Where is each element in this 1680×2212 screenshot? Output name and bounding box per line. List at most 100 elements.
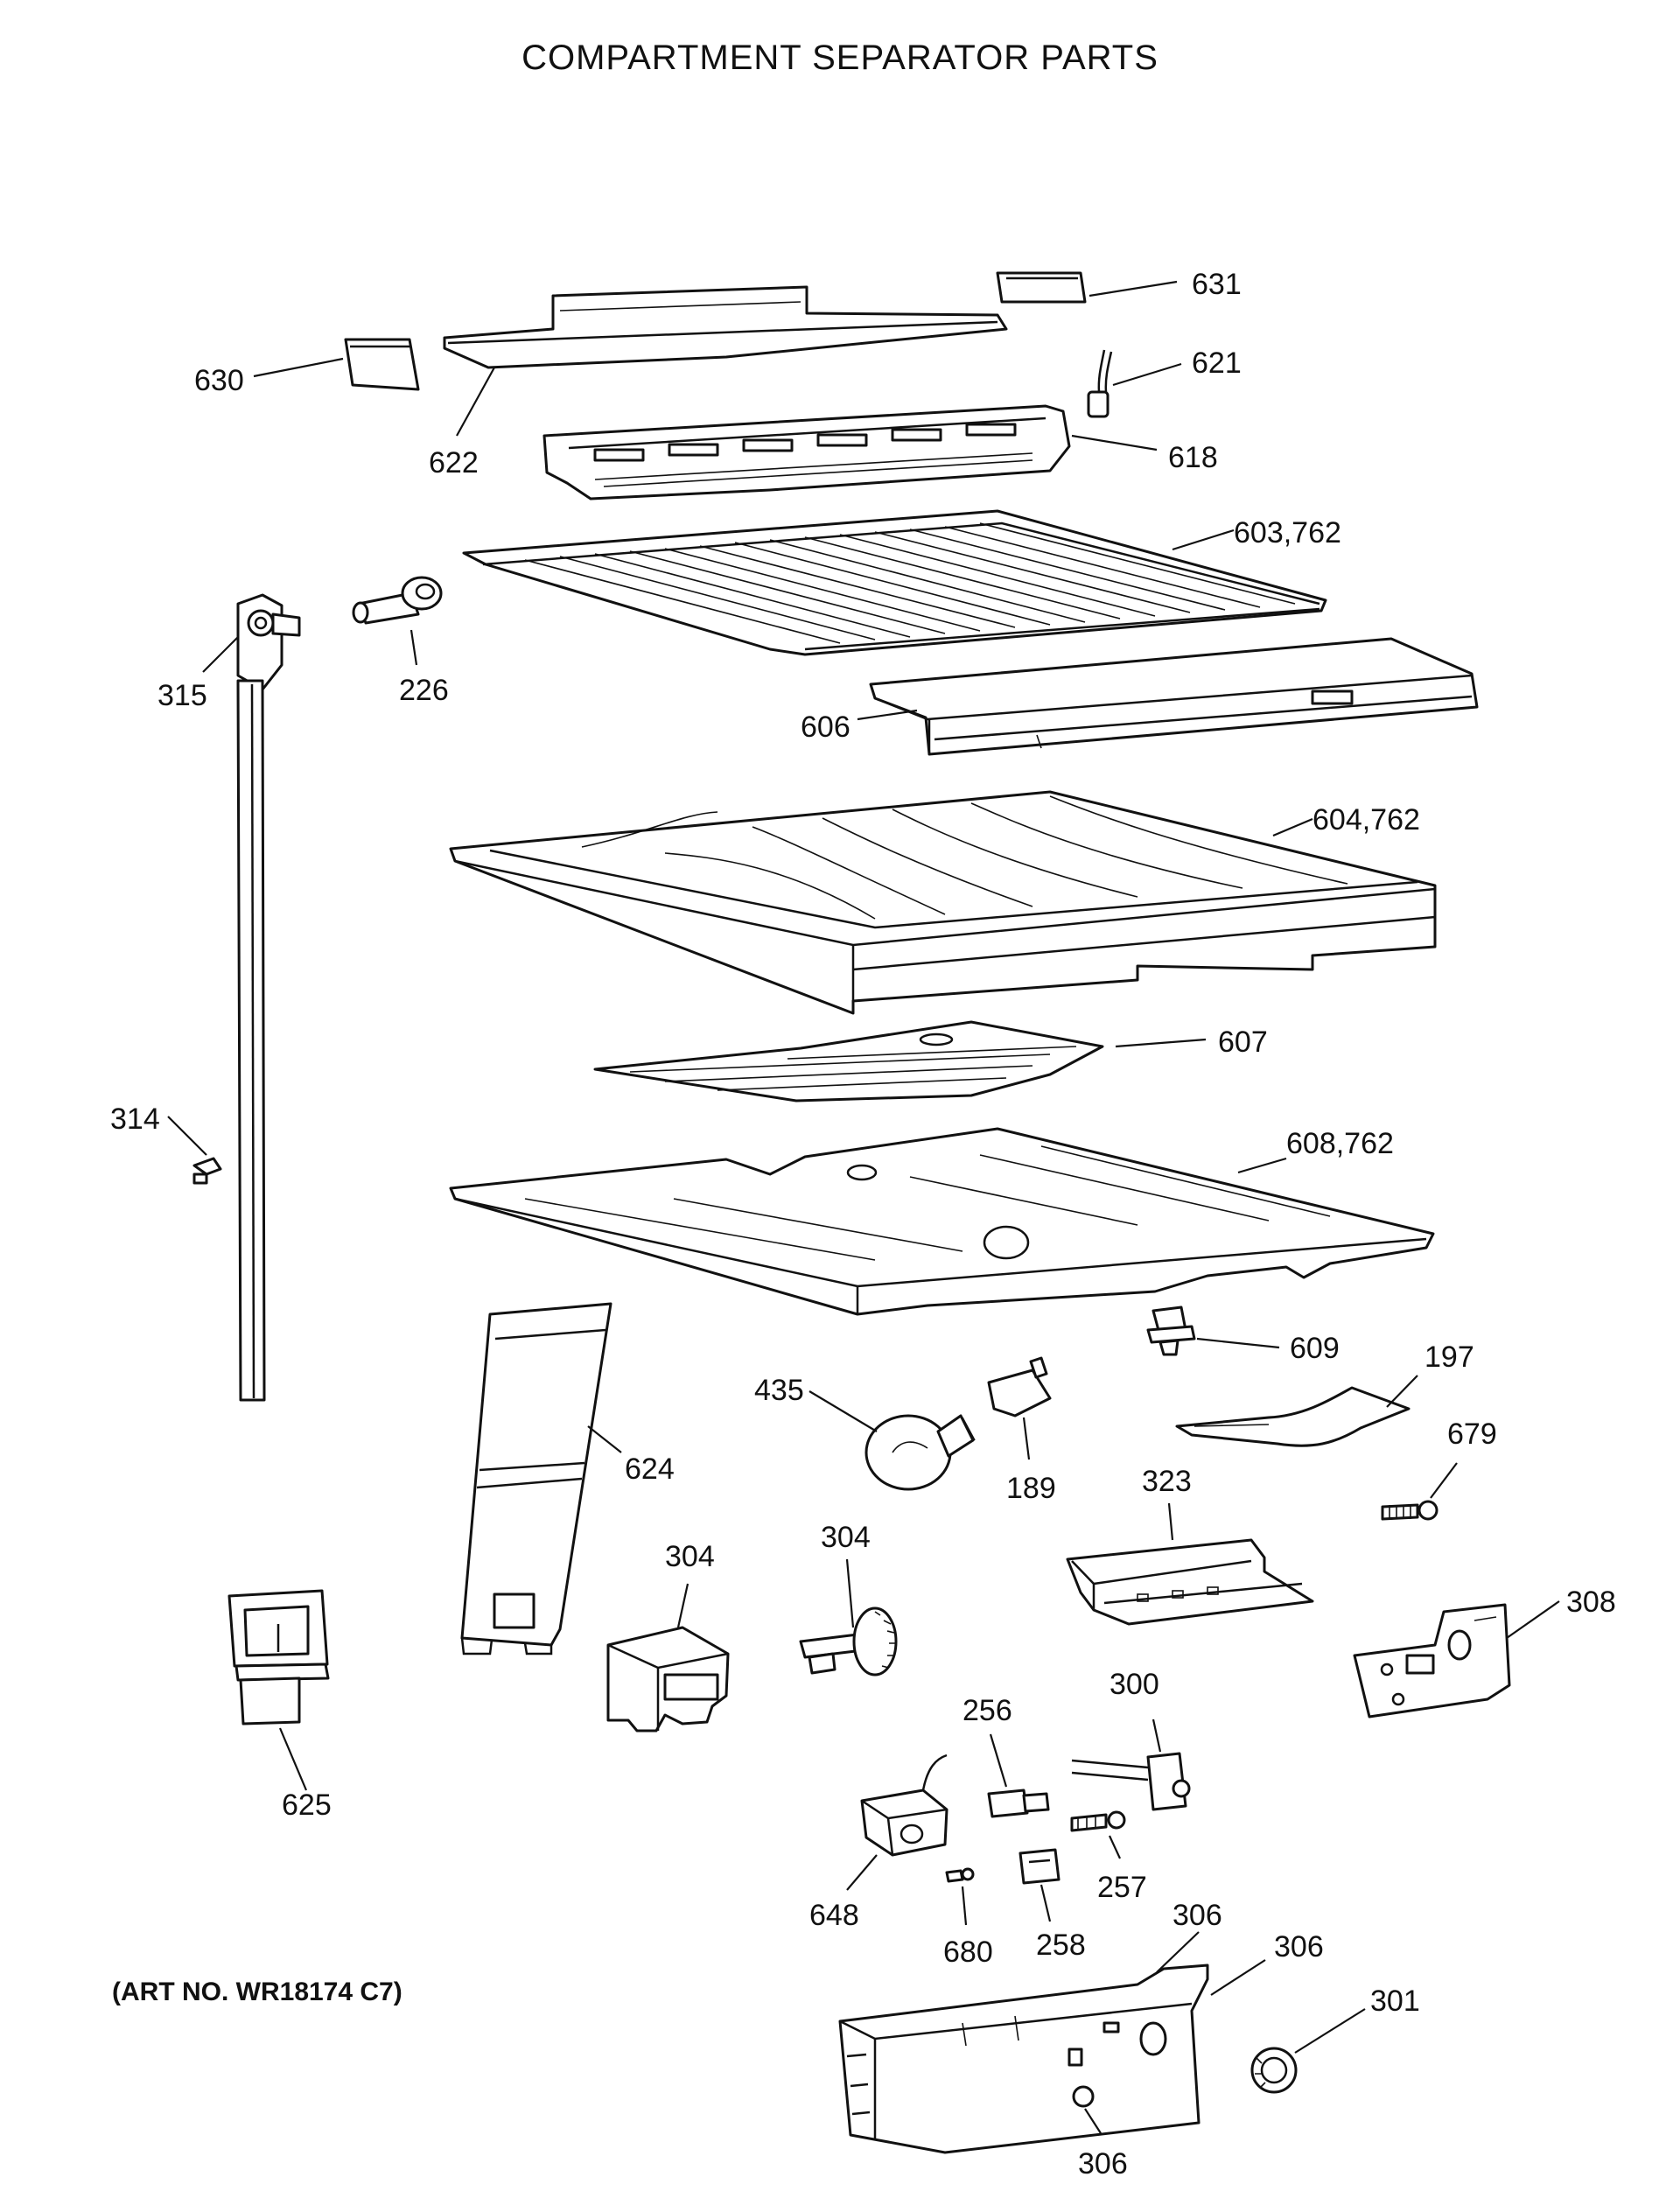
callout-648: 648 [809, 1899, 859, 1932]
callout-630: 630 [194, 364, 244, 397]
part-680-small-screw [945, 1867, 975, 1883]
callout-679: 679 [1447, 1418, 1497, 1451]
part-624-channel [460, 1302, 612, 1656]
callout-306c: 306 [1078, 2147, 1128, 2180]
leader-256 [989, 1733, 1008, 1788]
leader-680 [961, 1886, 968, 1926]
callout-315: 315 [158, 679, 207, 712]
callout-680: 680 [943, 1936, 993, 1969]
leader-435 [808, 1390, 878, 1432]
leader-630 [253, 357, 344, 378]
part-257-screw [1070, 1810, 1126, 1832]
callout-256: 256 [962, 1694, 1012, 1727]
callout-308: 308 [1566, 1586, 1616, 1619]
part-679-screw [1381, 1500, 1438, 1521]
callout-226: 226 [399, 674, 449, 707]
callout-622: 622 [429, 446, 479, 480]
part-304-housing [606, 1626, 730, 1732]
leader-197 [1386, 1375, 1418, 1408]
leader-257 [1109, 1835, 1121, 1859]
callout-257: 257 [1097, 1871, 1147, 1904]
callout-197: 197 [1424, 1340, 1474, 1374]
leader-300 [1152, 1718, 1162, 1753]
part-435-light-bulb [864, 1414, 976, 1491]
diagram-title: COMPARTMENT SEPARATOR PARTS [522, 38, 1158, 77]
part-315-hinge [236, 593, 301, 691]
leader-189 [1022, 1417, 1031, 1460]
leader-314 [167, 1116, 207, 1156]
part-625-switch [228, 1589, 330, 1726]
part-631-end-cap [996, 271, 1087, 304]
leader-624 [587, 1425, 622, 1453]
part-226-bushing [352, 576, 443, 625]
part-304-control-dial [799, 1606, 898, 1676]
leader-306b [1210, 1959, 1266, 1996]
part-618-rail [542, 404, 1071, 500]
callout-606: 606 [801, 710, 850, 744]
part-197-heater-strap [1175, 1386, 1410, 1447]
leader-606 [857, 709, 918, 721]
part-323-bracket [1066, 1538, 1314, 1626]
part-300-thermostat [1071, 1752, 1191, 1811]
callout-323: 323 [1142, 1465, 1192, 1498]
leader-258 [1040, 1884, 1052, 1922]
part-608-lower-separator [449, 1127, 1435, 1316]
part-630-end-cap [344, 338, 420, 391]
callout-435: 435 [754, 1374, 804, 1407]
callout-304a: 304 [665, 1540, 715, 1573]
part-256-switch [987, 1788, 1050, 1818]
part-648-relay [860, 1754, 948, 1857]
part-314-clip [192, 1157, 222, 1185]
callout-304b: 304 [821, 1521, 871, 1554]
callout-631: 631 [1192, 268, 1242, 301]
part-609-clip [1146, 1306, 1196, 1356]
callout-301: 301 [1370, 1984, 1420, 2018]
leader-226 [410, 629, 418, 666]
callout-306a: 306 [1172, 1899, 1222, 1932]
callout-314: 314 [110, 1102, 160, 1136]
callout-609: 609 [1290, 1332, 1340, 1365]
callout-603: 603,762 [1234, 516, 1341, 550]
part-258-spacer [1018, 1848, 1060, 1885]
leader-608 [1237, 1157, 1287, 1174]
leader-315 [202, 636, 239, 673]
callout-624: 624 [625, 1452, 675, 1486]
part-622-top-trim [443, 285, 1008, 369]
leader-621 [1112, 362, 1182, 387]
leader-306c [1084, 2108, 1102, 2134]
hinge-rod [236, 679, 266, 1402]
leader-304a [676, 1583, 690, 1628]
leader-604 [1272, 817, 1313, 837]
leader-306a [1156, 1931, 1200, 1973]
part-308-mounting-plate [1353, 1603, 1511, 1718]
part-603-ribbed-shelf [462, 509, 1327, 656]
callout-607: 607 [1218, 1026, 1268, 1059]
part-607-insulation-pad [593, 1020, 1104, 1102]
callout-306b: 306 [1274, 1930, 1324, 1964]
leader-622 [456, 367, 495, 437]
leader-648 [846, 1854, 878, 1891]
leader-609 [1196, 1337, 1280, 1349]
callout-258: 258 [1036, 1928, 1086, 1962]
part-606-front-panel [869, 637, 1479, 756]
part-306-control-housing [838, 1964, 1209, 2154]
part-621-cable [1087, 349, 1113, 418]
leader-607 [1115, 1038, 1207, 1048]
callout-608: 608,762 [1286, 1127, 1394, 1160]
callout-300: 300 [1110, 1668, 1159, 1701]
callout-621: 621 [1192, 346, 1242, 380]
leader-603 [1172, 528, 1235, 551]
art-number: (ART NO. WR18174 C7) [112, 1978, 402, 2006]
callout-604: 604,762 [1312, 803, 1420, 836]
callout-189: 189 [1006, 1472, 1056, 1505]
leader-618 [1071, 434, 1158, 452]
part-189-socket [987, 1356, 1052, 1418]
leader-304b [845, 1558, 855, 1628]
leader-301 [1294, 2008, 1366, 2054]
leader-679 [1430, 1462, 1458, 1499]
part-604-upper-separator [449, 790, 1437, 1015]
leader-631 [1088, 280, 1178, 298]
callout-625: 625 [282, 1788, 332, 1822]
leader-323 [1167, 1502, 1174, 1541]
